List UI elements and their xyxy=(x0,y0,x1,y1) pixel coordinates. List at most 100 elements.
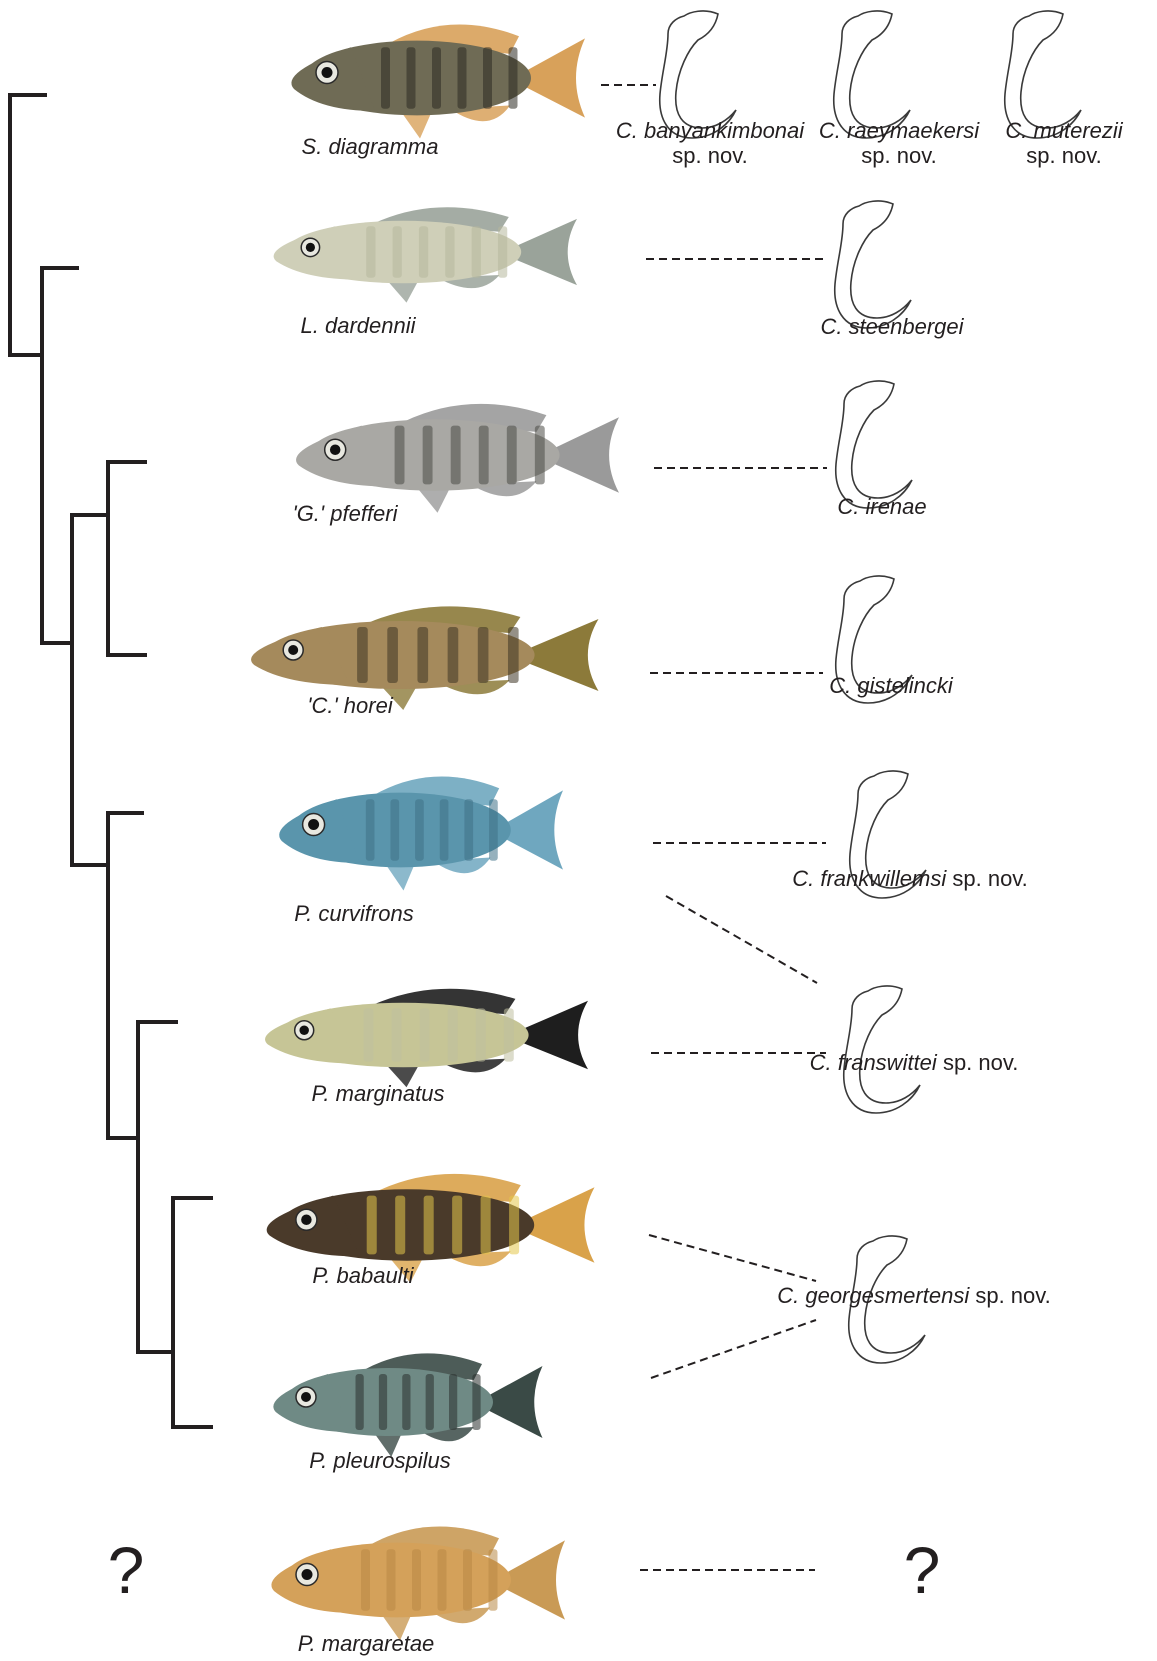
host-fish-pfefferi xyxy=(296,404,619,513)
parasite-label-steenbergei: C. steenbergei xyxy=(820,314,963,339)
parasite-species: raeymaekersi xyxy=(847,118,979,143)
parasite-label-franswittei: C. franswittei sp. nov. xyxy=(810,1050,1019,1075)
host-label-babaulti: P. babaulti xyxy=(312,1263,413,1288)
body-bar xyxy=(392,1008,402,1061)
body-bar xyxy=(449,1374,457,1430)
body-bar xyxy=(481,1196,491,1255)
parasite-name: C. steenbergei xyxy=(820,314,963,339)
host-species: marginatus xyxy=(336,1081,445,1106)
parasite-species: georgesmertensi xyxy=(805,1283,969,1308)
anchor-outline xyxy=(836,381,912,508)
parasite-name: C. muterezii xyxy=(1005,118,1122,143)
parasite-name: C. frankwillemsi sp. nov. xyxy=(792,866,1028,891)
body-bar xyxy=(489,799,498,861)
parasite-name: C. raeymaekersi xyxy=(819,118,979,143)
phylogenetic-tree xyxy=(10,95,211,1427)
body-bar xyxy=(381,47,390,109)
parasite-status: sp. nov. xyxy=(943,1050,1018,1075)
host-species: diagramma xyxy=(328,134,438,159)
host-species: pfefferi xyxy=(330,501,397,526)
parasite-genus: C. xyxy=(777,1283,799,1308)
body-bar xyxy=(448,1008,458,1061)
host-fish-margaretae xyxy=(271,1526,565,1640)
host-species: horei xyxy=(344,693,393,718)
caudal-fin xyxy=(528,1187,595,1263)
host-genus: 'G.' xyxy=(292,501,324,526)
parasite-species: frankwillemsi xyxy=(820,866,946,891)
body-bar xyxy=(432,47,441,109)
host-label-horei: 'C.' horei xyxy=(307,693,392,718)
body-bar xyxy=(426,1374,434,1430)
body-bar xyxy=(509,47,518,109)
body-bar xyxy=(508,627,519,683)
body-bar xyxy=(472,1374,480,1430)
body-bar xyxy=(483,47,492,109)
parasite-species: irenae xyxy=(865,494,926,519)
parasite-genus: C. xyxy=(1005,118,1027,143)
host-label-margaretae: P. margaretae xyxy=(298,1631,435,1656)
parasite-name: C. franswittei sp. nov. xyxy=(810,1050,1019,1075)
host-label-marginatus: P. marginatus xyxy=(312,1081,445,1106)
fish-pupil xyxy=(306,243,315,252)
parasite-name: C. banyankimbonai xyxy=(616,118,804,143)
caudal-fin xyxy=(515,219,577,285)
parasite-status: sp. nov. xyxy=(672,143,747,168)
host-fish-dardennii xyxy=(274,207,577,302)
caudal-fin xyxy=(528,619,599,691)
host-genus: P. xyxy=(312,1263,330,1288)
body-bar xyxy=(452,1196,462,1255)
host-species: dardennii xyxy=(325,313,416,338)
parasite-label-irenae: C. irenae xyxy=(837,494,926,519)
parasite-name: C. gistelincki xyxy=(829,673,953,698)
body-bar xyxy=(412,1549,421,1611)
parasite-name: C. irenae xyxy=(837,494,926,519)
parasite-genus: C. xyxy=(820,314,842,339)
body-bar xyxy=(509,1196,519,1255)
parasite-status: sp. nov. xyxy=(1026,143,1101,168)
body-bar xyxy=(366,226,375,278)
haptor-anchor-irenae xyxy=(836,381,912,508)
caudal-fin xyxy=(505,790,563,869)
host-genus: S. xyxy=(302,134,323,159)
parasite-label-raeymaekersi: C. raeymaekersisp. nov. xyxy=(819,118,979,168)
body-bar xyxy=(407,47,416,109)
parasite-label-frankwillemsi: C. frankwillemsi sp. nov. xyxy=(792,866,1028,891)
body-bar xyxy=(395,1196,405,1255)
parasite-genus: C. xyxy=(810,1050,832,1075)
host-species: margaretae xyxy=(322,1631,435,1656)
body-bar xyxy=(379,1374,387,1430)
body-bar xyxy=(417,627,428,683)
caudal-fin xyxy=(525,38,585,117)
anchor-outline xyxy=(835,201,911,328)
host-genus: P. xyxy=(312,1081,330,1106)
fish-pupil xyxy=(301,1215,312,1226)
fish-pupil xyxy=(330,445,341,456)
body-bar xyxy=(395,426,405,485)
fish-pupil xyxy=(299,1026,309,1036)
parasite-genus: C. xyxy=(837,494,859,519)
caudal-fin xyxy=(553,417,619,493)
parasite-species: muterezii xyxy=(1033,118,1122,143)
body-bar xyxy=(364,1008,374,1061)
host-label-pleurospilus: P. pleurospilus xyxy=(309,1448,450,1473)
body-bar xyxy=(419,226,428,278)
parasite-unknown-mark: ? xyxy=(904,1535,941,1605)
host-label-curvifrons: P. curvifrons xyxy=(294,901,413,926)
body-bar xyxy=(387,627,398,683)
body-bar xyxy=(356,1374,364,1430)
body-bar xyxy=(476,1008,486,1061)
host-fish-pleurospilus xyxy=(273,1353,542,1457)
caudal-fin xyxy=(488,1366,543,1438)
body-bar xyxy=(424,1196,434,1255)
parasite-status: sp. nov. xyxy=(975,1283,1050,1308)
body-bar xyxy=(507,426,517,485)
body-bar xyxy=(489,1549,498,1611)
parasite-species: franswittei xyxy=(838,1050,937,1075)
caudal-fin xyxy=(505,1540,565,1619)
body-bar xyxy=(451,426,461,485)
body-bar xyxy=(478,627,489,683)
body-bar xyxy=(448,627,459,683)
body-bar xyxy=(402,1374,410,1430)
host-fish-diagramma xyxy=(291,24,585,138)
